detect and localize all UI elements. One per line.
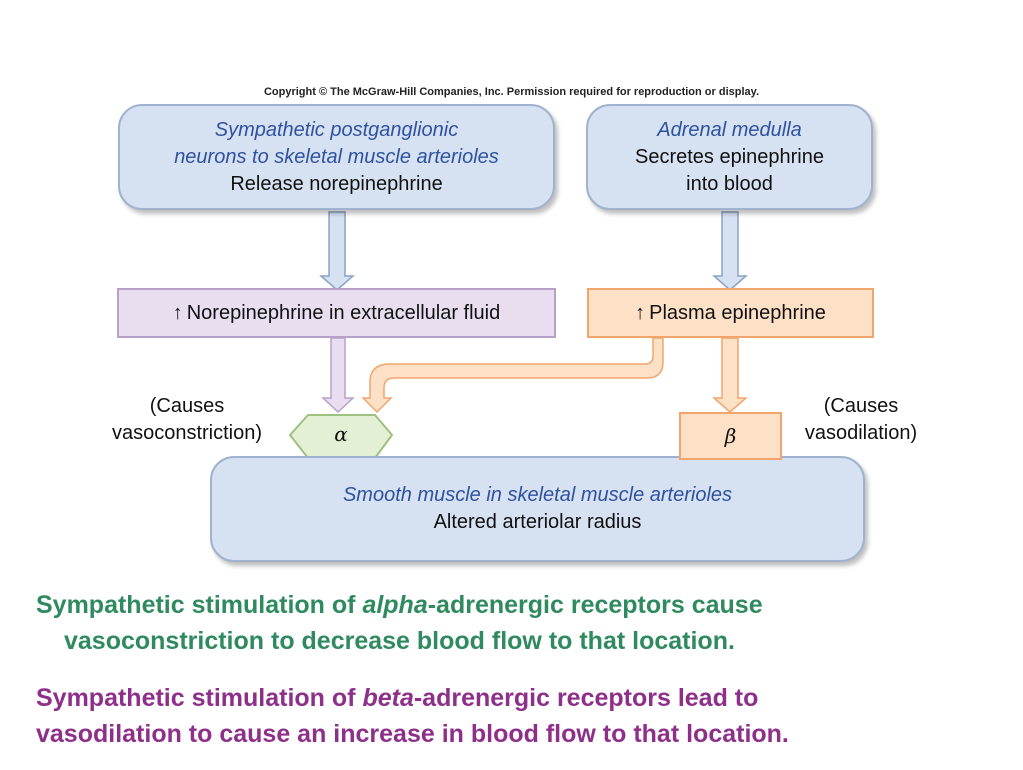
adrenal-medulla-box: Adrenal medulla Secretes epinephrine int…	[586, 104, 873, 210]
arrow-adrenal-to-plasma	[712, 211, 748, 291]
sympathetic-action: Release norepinephrine	[230, 172, 443, 195]
vasoconstriction-label: (Causes vasoconstriction)	[92, 393, 282, 447]
smooth-muscle-box: Smooth muscle in skeletal muscle arterio…	[210, 456, 865, 562]
plasma-epinephrine-box: ↑ Plasma epinephrine	[587, 288, 874, 338]
adrenal-title: Adrenal medulla	[657, 118, 802, 141]
alpha-emphasis: alpha	[362, 591, 428, 619]
beta-emphasis: beta	[362, 684, 414, 712]
vasoconstriction-label-line1: (Causes	[149, 395, 225, 417]
alpha-receptor-symbol: α	[334, 422, 348, 446]
norepinephrine-box: ↑ Norepinephrine in extracellular fluid	[117, 288, 556, 338]
smooth-muscle-title: Smooth muscle in skeletal muscle arterio…	[342, 484, 733, 506]
beta-caption-line2: vasodilation to cause an increase in blo…	[36, 720, 789, 748]
arrow-sympathetic-to-norepinephrine	[319, 211, 355, 291]
vasodilation-label: (Causes vasodilation)	[786, 393, 936, 447]
sympathetic-title-line1: Sympathetic postganglionic	[214, 118, 459, 141]
alpha-caption: Sympathetic stimulation of alpha-adrener…	[36, 587, 996, 659]
sympathetic-title-line2: neurons to skeletal muscle arterioles	[174, 145, 499, 168]
beta-receptor-box: β	[679, 412, 782, 460]
adrenal-action-line2: into blood	[686, 172, 773, 195]
smooth-muscle-effect: Altered arteriolar radius	[433, 511, 642, 533]
alpha-caption-line1: Sympathetic stimulation of alpha-adrener…	[36, 591, 763, 619]
vasodilation-label-line2: vasodilation)	[804, 422, 918, 444]
adrenal-action-line1: Secretes epinephrine	[634, 145, 824, 168]
beta-receptor-symbol: β	[724, 424, 737, 448]
increase-arrow-icon: ↑	[635, 301, 646, 324]
arrow-plasma-to-alpha	[361, 337, 664, 414]
arrow-norepinephrine-to-alpha	[321, 337, 355, 414]
plasma-epinephrine-label: Plasma epinephrine	[649, 301, 826, 324]
copyright-notice: Copyright © The McGraw-Hill Companies, I…	[263, 86, 760, 98]
beta-caption: Sympathetic stimulation of beta-adrenerg…	[36, 680, 1016, 752]
arrow-plasma-to-beta	[712, 337, 748, 413]
alpha-caption-line2: vasoconstriction to decrease blood flow …	[64, 627, 735, 655]
vasoconstriction-label-line2: vasoconstriction)	[111, 422, 263, 444]
beta-caption-line1: Sympathetic stimulation of beta-adrenerg…	[36, 684, 759, 712]
sympathetic-neurons-box: Sympathetic postganglionic neurons to sk…	[118, 104, 555, 210]
norepinephrine-label: Norepinephrine in extracellular fluid	[186, 301, 501, 324]
increase-arrow-icon: ↑	[172, 301, 183, 324]
vasodilation-label-line1: (Causes	[823, 395, 899, 417]
